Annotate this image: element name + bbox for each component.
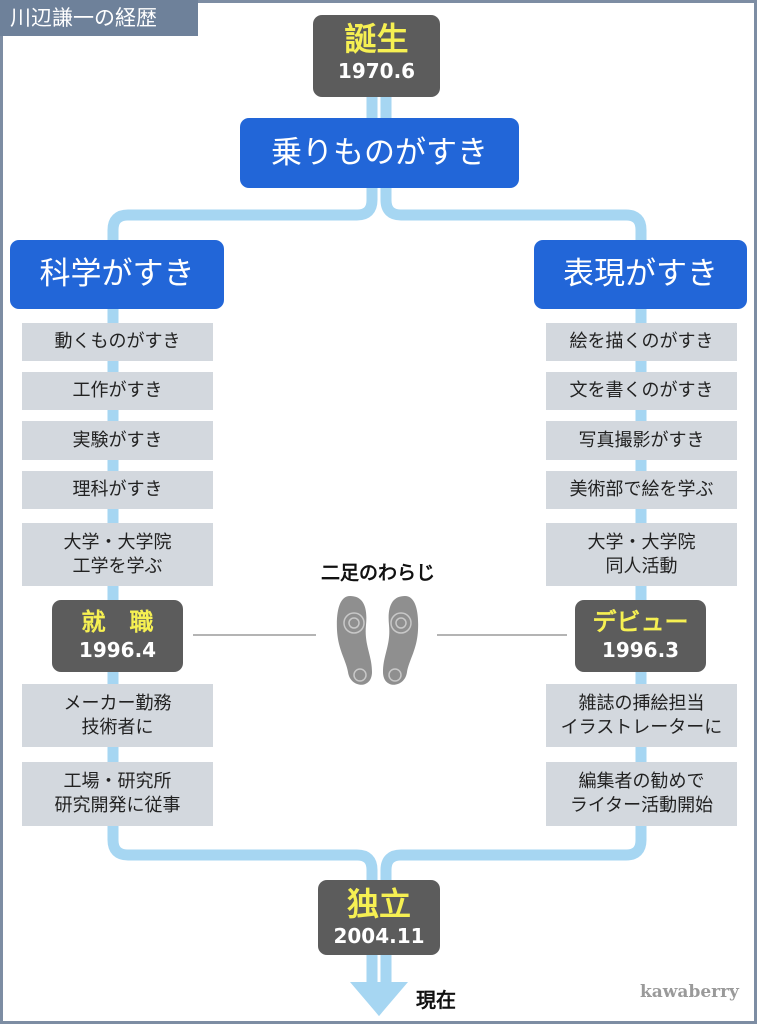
arrow-down-left xyxy=(350,982,379,1016)
career-item: 工場・研究所 研究開発に従事 xyxy=(22,762,213,826)
credit: kawaberry xyxy=(640,982,739,1002)
now-label: 現在 xyxy=(416,988,456,1012)
left-heading: 科学がすき xyxy=(10,240,224,309)
milestone-date: 1996.4 xyxy=(78,638,157,662)
footprints-icon xyxy=(336,596,419,685)
career-item: 理科がすき xyxy=(22,471,213,509)
milestone-date: 1996.3 xyxy=(601,638,680,662)
career-item: 大学・大学院 工学を学ぶ xyxy=(22,523,213,586)
career-item: 大学・大学院 同人活動 xyxy=(546,523,737,586)
career-item: 写真撮影がすき xyxy=(546,421,737,460)
milestone-date: 2004.11 xyxy=(333,924,425,948)
connector-right xyxy=(437,634,567,636)
milestone-date: 1970.6 xyxy=(337,59,416,83)
milestone-birth: 誕生 1970.6 xyxy=(313,15,440,97)
right-heading: 表現がすき xyxy=(534,240,747,309)
milestone-debut: デビュー 1996.3 xyxy=(575,600,706,672)
milestone-independence: 独立 2004.11 xyxy=(318,880,440,955)
milestone-label: デビュー xyxy=(592,608,689,636)
center-label: 二足のわらじ xyxy=(320,562,435,584)
career-item: 美術部で絵を学ぶ xyxy=(546,471,737,509)
career-item: 絵を描くのがすき xyxy=(546,323,737,361)
career-item: 工作がすき xyxy=(22,372,213,410)
page-title: 川辺謙一の経歴 xyxy=(0,0,198,36)
milestone-label: 就 職 xyxy=(81,608,154,636)
career-item: 雑誌の挿絵担当 イラストレーターに xyxy=(546,684,737,747)
milestone-label: 独立 xyxy=(346,885,411,923)
root-interest: 乗りものがすき xyxy=(240,118,519,188)
career-item: メーカー勤務 技術者に xyxy=(22,684,213,747)
connector-left xyxy=(193,634,316,636)
career-item: 文を書くのがすき xyxy=(546,372,737,410)
career-item: 実験がすき xyxy=(22,421,213,460)
arrow-down-right xyxy=(379,982,408,1016)
career-item: 動くものがすき xyxy=(22,323,213,361)
milestone-employment: 就 職 1996.4 xyxy=(52,600,183,672)
milestone-label: 誕生 xyxy=(344,20,409,58)
career-item: 編集者の勧めで ライター活動開始 xyxy=(546,762,737,826)
